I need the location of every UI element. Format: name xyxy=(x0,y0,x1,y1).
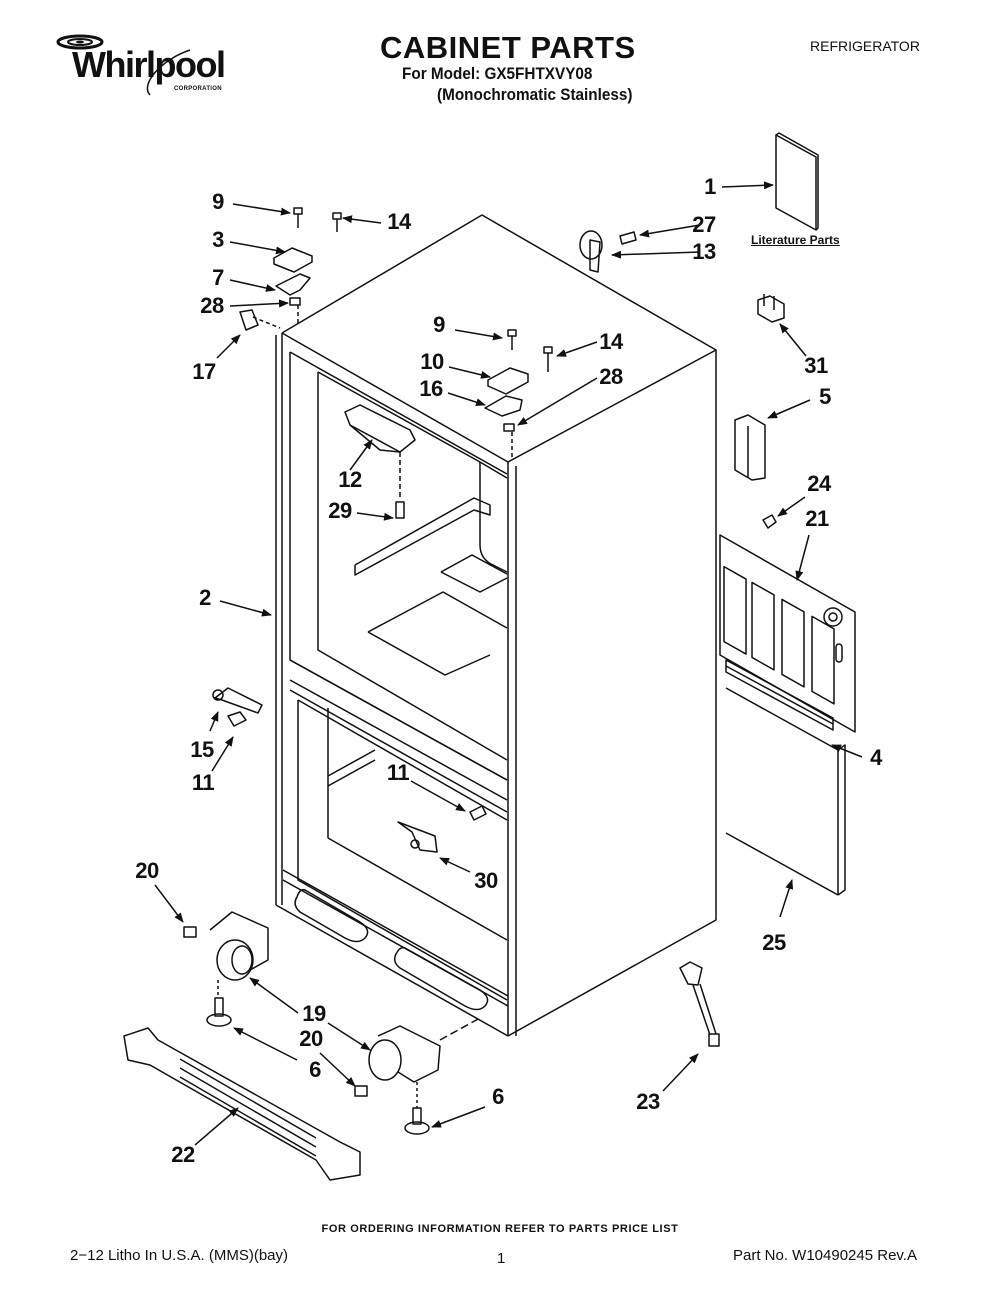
cabinet-body xyxy=(276,215,716,1036)
brand-subtitle: CORPORATION xyxy=(174,86,222,92)
callout-17: 17 xyxy=(192,359,216,384)
callout-24: 24 xyxy=(807,471,831,496)
callout-10: 10 xyxy=(420,349,444,374)
brand-name: Whirlpool xyxy=(72,44,226,85)
callout-29: 29 xyxy=(328,498,352,523)
callout-16: 16 xyxy=(419,376,443,401)
page-title: CABINET PARTS xyxy=(380,30,636,65)
callout-6-right: 6 xyxy=(492,1084,504,1109)
hinge-cover-part-13 xyxy=(580,231,636,272)
callout-19: 19 xyxy=(302,1001,326,1026)
whirlpool-logo: Whirlpool CORPORATION xyxy=(40,30,230,100)
callout-31: 31 xyxy=(804,353,828,378)
model-number: For Model: GX5FHTXVY08 xyxy=(402,64,593,83)
page-number: 1 xyxy=(497,1250,506,1267)
grille-part-21 xyxy=(720,515,855,732)
kickplate-part-25 xyxy=(726,688,845,895)
callout-25: 25 xyxy=(762,930,786,955)
clip-part-31 xyxy=(758,294,784,322)
top-left-hinge-assembly xyxy=(240,208,341,330)
leveling-wrench-part-23 xyxy=(680,962,719,1046)
litho-info: 2−12 Litho In U.S.A. (MMS)(bay) xyxy=(70,1247,288,1264)
callout-28-top-left: 28 xyxy=(200,293,224,318)
callout-4: 4 xyxy=(870,745,882,770)
trim-part-5 xyxy=(735,415,765,480)
seal-part-4 xyxy=(726,660,833,730)
callout-11-right: 11 xyxy=(386,760,410,785)
part-number: Part No. W10490245 Rev.A xyxy=(733,1247,917,1264)
callout-2: 2 xyxy=(199,585,211,610)
callout-15: 15 xyxy=(190,737,214,762)
model-variant: (Monochromatic Stainless) xyxy=(437,85,633,104)
ordering-note: FOR ORDERING INFORMATION REFER TO PARTS … xyxy=(321,1223,679,1235)
roller-right-part-19 xyxy=(355,1018,480,1134)
callout-28-center: 28 xyxy=(599,364,623,389)
callout-30: 30 xyxy=(474,868,498,893)
callout-13: 13 xyxy=(692,239,716,264)
callout-14-top-left: 14 xyxy=(387,209,411,234)
callout-3: 3 xyxy=(212,227,224,252)
callout-1: 1 xyxy=(704,174,716,199)
callout-20-right: 20 xyxy=(299,1026,323,1051)
bracket-part-30 xyxy=(398,806,486,852)
callout-21: 21 xyxy=(805,506,829,531)
toe-grille-part-22 xyxy=(124,1028,360,1180)
callout-9-center: 9 xyxy=(433,312,445,337)
callout-20-left: 20 xyxy=(135,858,159,883)
top-center-hinge-assembly xyxy=(485,330,552,458)
callout-6-left: 6 xyxy=(309,1057,321,1082)
callout-14-center: 14 xyxy=(599,329,623,354)
callout-leaders xyxy=(155,181,862,1145)
logo-swirl-icon xyxy=(40,30,230,100)
callout-9-top-left: 9 xyxy=(212,189,224,214)
callout-5: 5 xyxy=(819,384,831,409)
product-category: REFRIGERATOR xyxy=(810,38,920,54)
callout-22: 22 xyxy=(171,1142,195,1167)
literature-part-booklet xyxy=(776,133,818,230)
literature-parts-label: Literature Parts xyxy=(751,233,840,247)
callout-12: 12 xyxy=(338,467,362,492)
roller-left-part-19 xyxy=(184,912,268,1026)
callout-11-left: 11 xyxy=(191,770,215,795)
callout-23: 23 xyxy=(636,1089,660,1114)
door-stop-part-15 xyxy=(213,688,262,726)
callout-7: 7 xyxy=(212,265,224,290)
callout-27: 27 xyxy=(692,212,716,237)
control-housing-part-12 xyxy=(345,405,415,518)
